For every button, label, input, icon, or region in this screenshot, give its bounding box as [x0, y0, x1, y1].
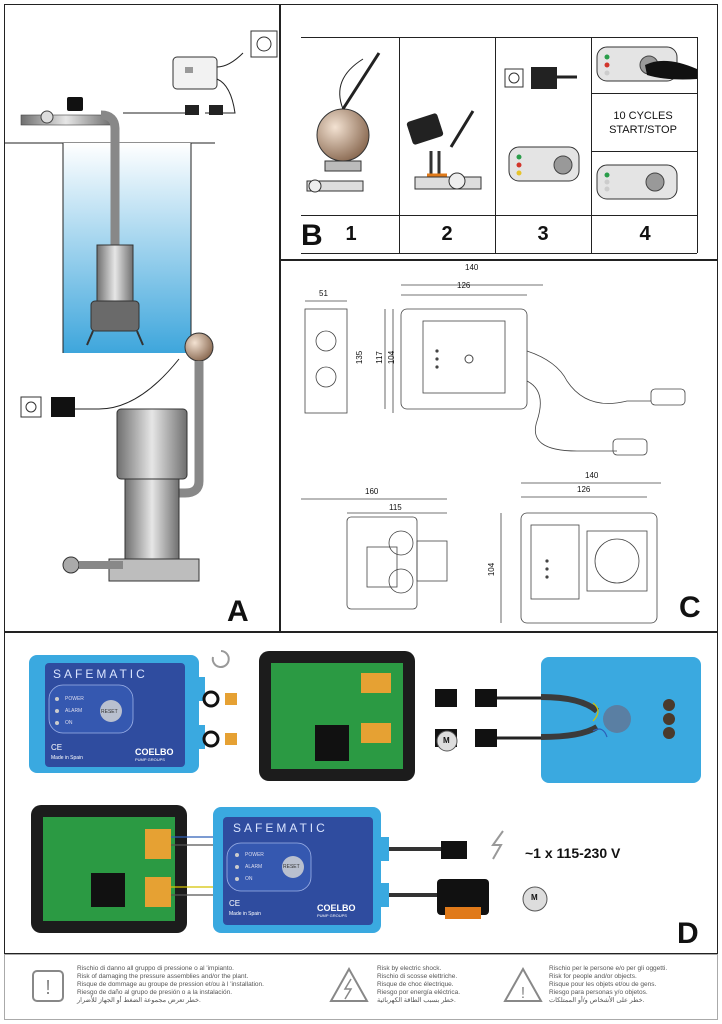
step-number-3: 3	[537, 223, 549, 245]
maker-bottom: COELBO	[317, 903, 356, 913]
power-and-pump-bottom	[389, 830, 548, 919]
origin-bottom: Made in Spain	[229, 911, 261, 917]
dim-top-104: 104	[387, 350, 397, 365]
panel-c-letter: C	[679, 591, 701, 624]
step3-connect-icon	[504, 67, 580, 182]
led-label-on-bottom: ON	[245, 876, 253, 882]
ce-mark-top: CE	[51, 743, 63, 752]
exclamation-icon	[32, 970, 64, 1002]
dim-top-135: 135	[355, 350, 365, 365]
lightning-icon	[491, 830, 504, 860]
panel-a: A	[4, 4, 280, 632]
panel-a-letter: A	[227, 595, 249, 628]
panel-c: 140 126 51 135 117 104 160 115 140 126 1…	[280, 260, 718, 632]
svg-text:!: !	[45, 977, 51, 999]
led-label-alarm-bottom: ALARM	[245, 864, 263, 870]
control-box-icon	[172, 56, 218, 90]
dim-top-126: 126	[457, 281, 471, 290]
warning-triangle-icon	[503, 966, 543, 1002]
brand-bottom: SAFEMATIC	[233, 821, 328, 835]
warning-text-1: Rischio di danno all gruppo di pressione…	[77, 965, 264, 1004]
dim-top-51: 51	[319, 289, 328, 298]
pressure-tank-icon	[184, 332, 214, 362]
voltage-label: ~1 x 115-230 V	[525, 845, 621, 861]
procedure-illustrations	[306, 46, 697, 200]
safematic-unit-bottom	[213, 807, 389, 933]
ce-mark-bottom: CE	[229, 899, 241, 908]
origin-top: Made in Spain	[51, 755, 83, 761]
dim-bottom-115: 115	[389, 503, 402, 512]
warnings-strip: ! ! Rischio di danno all gruppo di press…	[4, 954, 718, 1020]
led-dots	[435, 349, 549, 579]
maker-sub-top: PUMP GROUPS	[135, 757, 165, 762]
dim-top-140: 140	[465, 263, 479, 272]
wiring-diagrams	[29, 650, 701, 933]
step4-panel-idle-icon	[596, 164, 678, 200]
panel-b: 10 CYCLES START/STOP B 1 2 3 4	[280, 4, 718, 260]
socket-icon	[20, 396, 42, 418]
control-unit-icon	[67, 97, 83, 111]
motor-icon	[116, 408, 188, 480]
step2-adjust-icon	[406, 110, 482, 190]
warning-text-3: Rischio per le persone e/o per gli ogget…	[549, 965, 668, 1004]
panel-d-letter: D	[677, 917, 699, 950]
cable-glands-top	[202, 690, 237, 748]
maker-sub-bottom: PUMP GROUPS	[317, 913, 347, 918]
step-number-1: 1	[345, 223, 357, 245]
led-label-on-top: ON	[65, 720, 73, 726]
rotate-icon	[211, 650, 230, 668]
reset-label-top: RESET	[101, 709, 118, 715]
panel-b-letter: B	[301, 219, 323, 252]
dim-bottom-126: 126	[577, 485, 591, 494]
electric-shock-icon	[329, 966, 369, 1002]
warning-text-2: Risk by electric shock. Rischio di scoss…	[377, 965, 461, 1004]
motor-symbol-icon	[522, 886, 548, 912]
dimension-drawings	[301, 284, 686, 624]
dim-bottom-160: 160	[365, 487, 379, 496]
motor-terminal-box	[540, 657, 701, 783]
maker-top: COELBO	[135, 747, 174, 757]
panel-d: SAFEMATIC RESET POWER ALARM ON CE Made i…	[4, 632, 718, 954]
led-label-power-top: POWER	[65, 696, 84, 702]
pcb-box-top	[259, 651, 415, 781]
led-label-power-bottom: POWER	[245, 852, 264, 858]
dim-bottom-104: 104	[487, 562, 497, 577]
brand-top: SAFEMATIC	[53, 667, 148, 681]
dim-top-117: 117	[374, 351, 384, 364]
step-number-4: 4	[639, 223, 651, 245]
safematic-unit-top	[29, 655, 205, 773]
dim-bottom-140: 140	[585, 471, 599, 480]
cycles-label: 10 CYCLES START/STOP	[609, 110, 677, 136]
installation-illustration	[5, 30, 278, 582]
motor-symbol-bottom: M	[531, 893, 538, 902]
plugs-top	[435, 689, 541, 752]
motor-symbol-icon	[436, 730, 458, 752]
svg-text:!: !	[521, 985, 525, 1002]
step1-pump-air-icon	[306, 52, 381, 193]
pcb-box-bottom	[31, 805, 217, 933]
socket-icon	[250, 30, 278, 58]
led-label-alarm-top: ALARM	[65, 708, 83, 714]
reset-label-bottom: RESET	[283, 864, 300, 870]
step-number-2: 2	[441, 223, 453, 245]
step4-press-reset-icon	[596, 46, 697, 82]
motor-symbol-top: M	[443, 736, 450, 745]
